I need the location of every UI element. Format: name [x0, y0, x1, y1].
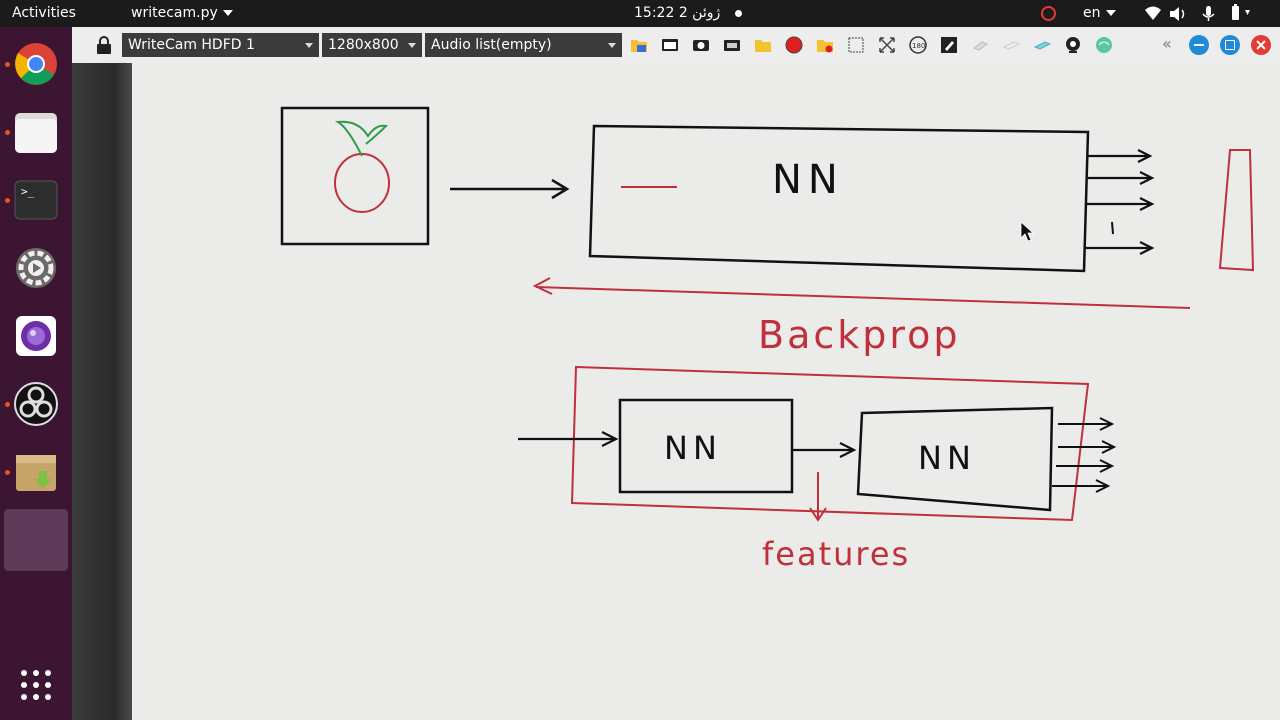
minimize-button[interactable]	[1189, 35, 1209, 55]
audio-select-value: Audio list(empty)	[431, 37, 552, 53]
group-box	[570, 365, 1090, 522]
board-edge	[72, 63, 132, 720]
files-icon[interactable]	[13, 109, 59, 155]
backprop-arrow	[532, 277, 1191, 309]
settings-icon[interactable]	[13, 245, 59, 291]
marker-cyan-icon[interactable]	[1033, 36, 1052, 54]
running-indicator	[5, 402, 10, 407]
nn-left-label: NN	[664, 429, 722, 467]
photo-capture-icon[interactable]	[661, 36, 679, 54]
record-indicator-icon[interactable]	[1041, 6, 1056, 21]
status-icons	[1145, 4, 1250, 21]
clock-time: 15:22	[634, 5, 675, 21]
app-menu[interactable]: writecam.py	[131, 5, 233, 21]
lock-icon[interactable]	[94, 35, 114, 55]
running-indicator	[5, 62, 10, 67]
nn-main-label: NN	[772, 157, 844, 203]
audio-select[interactable]: Audio list(empty)	[425, 33, 622, 57]
chrome-icon[interactable]	[13, 41, 59, 87]
running-indicator	[5, 130, 10, 135]
nn-left-box	[618, 398, 794, 494]
folder-icon[interactable]	[754, 36, 772, 54]
record-icon[interactable]	[785, 36, 803, 54]
open-folder-icon[interactable]	[630, 36, 648, 54]
video-icon[interactable]	[723, 36, 741, 54]
active-window-highlight[interactable]	[4, 509, 68, 571]
chevron-down-icon	[608, 43, 616, 48]
nn-right-label: NN	[918, 439, 976, 477]
writecam-window: WriteCam HDFD 1 1280x800 Audio list(empt…	[72, 27, 1280, 720]
apple-box	[280, 106, 430, 246]
select-area-icon[interactable]	[847, 36, 865, 54]
top-bar: Activities writecam.py 15:22 2 ژوئن en	[0, 0, 1280, 27]
rotate-180-icon[interactable]: 180	[909, 36, 927, 54]
camera-select[interactable]: WriteCam HDFD 1	[122, 33, 319, 57]
mouse-cursor-icon	[1020, 221, 1035, 242]
connect-arrow	[792, 442, 857, 458]
close-button[interactable]	[1251, 35, 1271, 55]
toolbar: WriteCam HDFD 1 1280x800 Audio list(empt…	[72, 27, 1280, 64]
leaf-icon	[334, 120, 389, 157]
system-menu[interactable]	[1144, 4, 1254, 28]
input-arrow	[450, 178, 570, 200]
collapse-toolbar-icon[interactable]: «	[1162, 34, 1172, 53]
clock[interactable]: 15:22 2 ژوئن	[634, 5, 742, 21]
output-arrows	[1084, 149, 1155, 255]
app-menu-label: writecam.py	[131, 5, 218, 21]
chevron-down-icon	[1105, 10, 1116, 16]
eraser-icon[interactable]	[971, 36, 989, 54]
chevron-down-icon	[305, 43, 313, 48]
chevron-down-icon	[222, 10, 233, 16]
lower-output-arrows	[1052, 417, 1117, 493]
running-indicator	[5, 470, 10, 475]
notification-dot-icon	[734, 9, 742, 17]
terminal-icon[interactable]: >_	[13, 177, 59, 223]
obs-icon[interactable]	[13, 381, 59, 427]
resolution-select-value: 1280x800	[328, 37, 399, 53]
clock-date: 2 ژوئن	[678, 5, 721, 21]
camera-icon[interactable]	[692, 36, 710, 54]
nn-main-box	[588, 124, 1090, 273]
features-label: features	[762, 535, 911, 573]
resolution-select[interactable]: 1280x800	[322, 33, 422, 57]
sketch-canvas	[280, 106, 1255, 522]
svg-text:180: 180	[912, 42, 925, 50]
close-icon	[1256, 40, 1266, 50]
dock: >_	[0, 27, 72, 720]
edit-icon[interactable]	[940, 36, 958, 54]
apple-icon	[334, 153, 390, 213]
features-arrow	[809, 472, 827, 522]
fullscreen-icon[interactable]	[878, 36, 896, 54]
svg-text:>_: >_	[21, 185, 35, 198]
language-label: en	[1083, 5, 1101, 21]
tint-icon[interactable]	[1095, 36, 1113, 54]
camera-select-value: WriteCam HDFD 1	[128, 37, 255, 53]
maximize-icon	[1225, 40, 1235, 50]
minimize-icon	[1194, 44, 1204, 46]
nn-right-box	[856, 406, 1054, 512]
camera-view[interactable]: NN Backprop NN NN features	[72, 63, 1280, 720]
software-install-icon[interactable]	[13, 449, 59, 495]
output-bar	[1218, 149, 1255, 272]
marker-white-icon[interactable]	[1002, 36, 1021, 54]
folder-record-icon[interactable]	[816, 36, 834, 54]
ellipsis-mark	[1111, 221, 1114, 235]
backprop-label: Backprop	[758, 313, 961, 357]
show-apps-icon[interactable]	[18, 667, 54, 703]
lower-input-arrow	[518, 431, 619, 447]
running-indicator	[5, 198, 10, 203]
chevron-down-icon	[408, 43, 416, 48]
camera-app-icon[interactable]	[13, 313, 59, 359]
webcam-icon[interactable]	[1064, 36, 1082, 54]
maximize-button[interactable]	[1220, 35, 1240, 55]
language-menu[interactable]: en	[1083, 5, 1116, 21]
activities-button[interactable]: Activities	[12, 5, 76, 21]
